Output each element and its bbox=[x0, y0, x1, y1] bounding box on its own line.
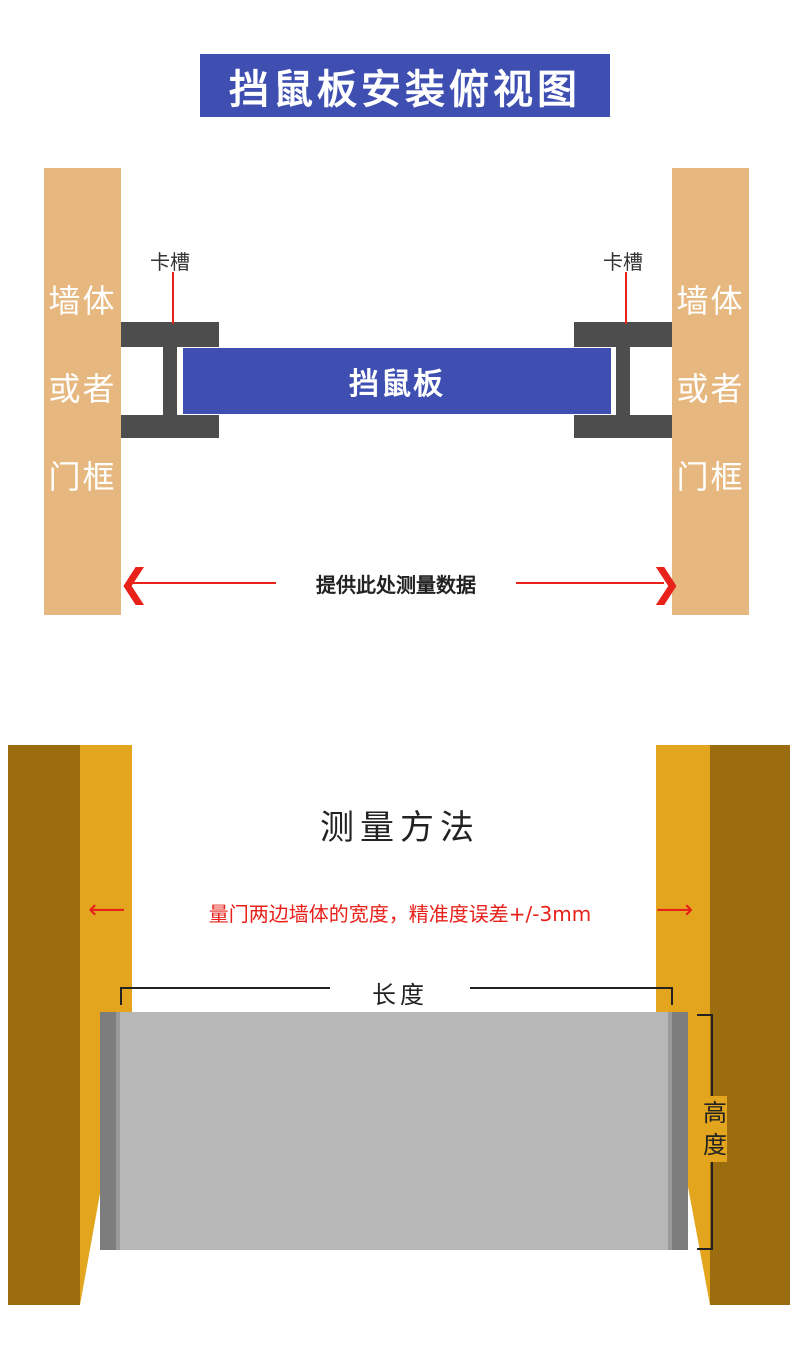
length-label: 长度 bbox=[330, 975, 470, 1010]
left-slot-gap-outer bbox=[121, 347, 163, 415]
door-panel-left-edge bbox=[116, 1012, 120, 1250]
arrow-left-icon: ⟵ bbox=[88, 895, 126, 925]
right-slot-label: 卡槽 bbox=[603, 250, 643, 274]
height-label-bg bbox=[697, 1096, 727, 1162]
right-wall-text-3: 门框 bbox=[676, 458, 745, 496]
bottom-diagram-title: 测量方法 bbox=[320, 808, 480, 848]
left-wall bbox=[44, 168, 121, 615]
left-slot-pointer bbox=[172, 272, 174, 324]
right-wall-text-2: 或者 bbox=[676, 370, 745, 408]
left-slot-label: 卡槽 bbox=[150, 250, 190, 274]
length-bracket-right-tick bbox=[671, 987, 673, 1005]
left-wall-text-2: 或者 bbox=[48, 370, 117, 408]
left-wall-text-1: 墙体 bbox=[48, 282, 117, 320]
mouse-guard-panel: 挡鼠板 bbox=[183, 348, 611, 414]
right-slot-pointer bbox=[625, 272, 627, 324]
door-panel-right-end bbox=[668, 1012, 688, 1250]
top-measure-label: 提供此处测量数据 bbox=[276, 569, 516, 598]
right-wall-text-1: 墙体 bbox=[676, 282, 745, 320]
height-label-1: 高 bbox=[703, 1099, 727, 1127]
height-bracket-bottom-tick bbox=[697, 1248, 713, 1250]
height-label-2: 度 bbox=[703, 1131, 727, 1159]
height-bracket-top-tick bbox=[697, 1014, 713, 1016]
door-panel bbox=[120, 1012, 672, 1250]
chevron-left-icon: ❮ bbox=[118, 561, 150, 605]
length-bracket-left-tick bbox=[120, 987, 122, 1005]
chevron-right-icon: ❯ bbox=[650, 561, 682, 605]
arrow-right-icon: ⟶ bbox=[656, 895, 694, 925]
right-wall bbox=[672, 168, 749, 615]
left-wall-text-3: 门框 bbox=[48, 458, 117, 496]
right-slot-gap-outer bbox=[630, 347, 672, 415]
top-diagram-title: 挡鼠板安装俯视图 bbox=[200, 54, 610, 117]
measure-note: 量门两边墙体的宽度，精准度误差+/-3mm bbox=[208, 902, 592, 926]
door-panel-right-edge bbox=[668, 1012, 672, 1250]
door-panel-left-end bbox=[100, 1012, 120, 1250]
